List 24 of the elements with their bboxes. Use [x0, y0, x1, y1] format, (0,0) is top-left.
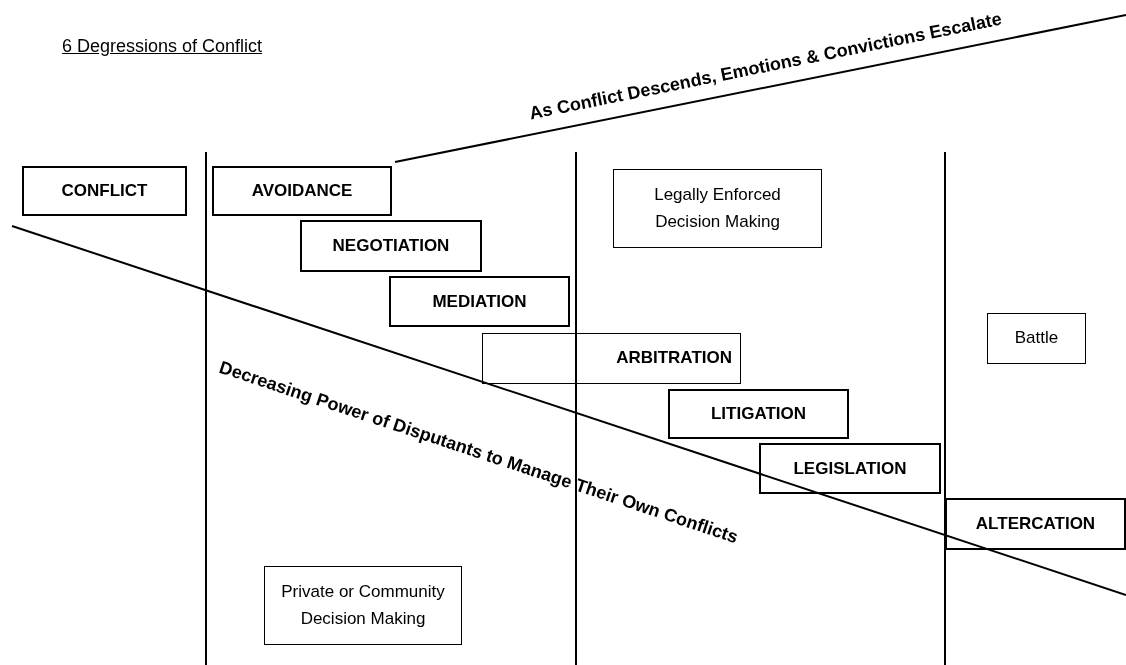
category-box [613, 169, 822, 248]
box-label: CONFLICT [61, 181, 148, 201]
box-label: Battle [1013, 327, 1060, 350]
box-label: Private or Community Decision Making [280, 581, 446, 630]
category-box [264, 566, 462, 645]
diagram-title: 6 Degressions of Conflict [62, 36, 263, 57]
box-label: LITIGATION [710, 404, 807, 424]
stage-box [212, 166, 392, 216]
slanted-label: As Conflict Descends, Emotions & Convictions Escalate [527, 8, 1003, 124]
box-label: AVOIDANCE [251, 181, 353, 201]
stage-box [300, 220, 482, 272]
box-label: LEGISLATION [793, 458, 907, 479]
stage-box [945, 498, 1126, 550]
category-box [987, 313, 1086, 364]
stage-box [668, 389, 849, 439]
stage-box [482, 333, 741, 384]
box-label: ARBITRATION [616, 347, 732, 370]
box-label: Legally Enforced Decision Making [653, 184, 782, 233]
stage-box [759, 443, 941, 494]
stage-box [389, 276, 570, 327]
box-label: NEGOTIATION [332, 236, 450, 256]
box-label: MEDIATION [432, 291, 527, 312]
box-label: ALTERCATION [975, 514, 1096, 534]
stage-box [22, 166, 187, 216]
